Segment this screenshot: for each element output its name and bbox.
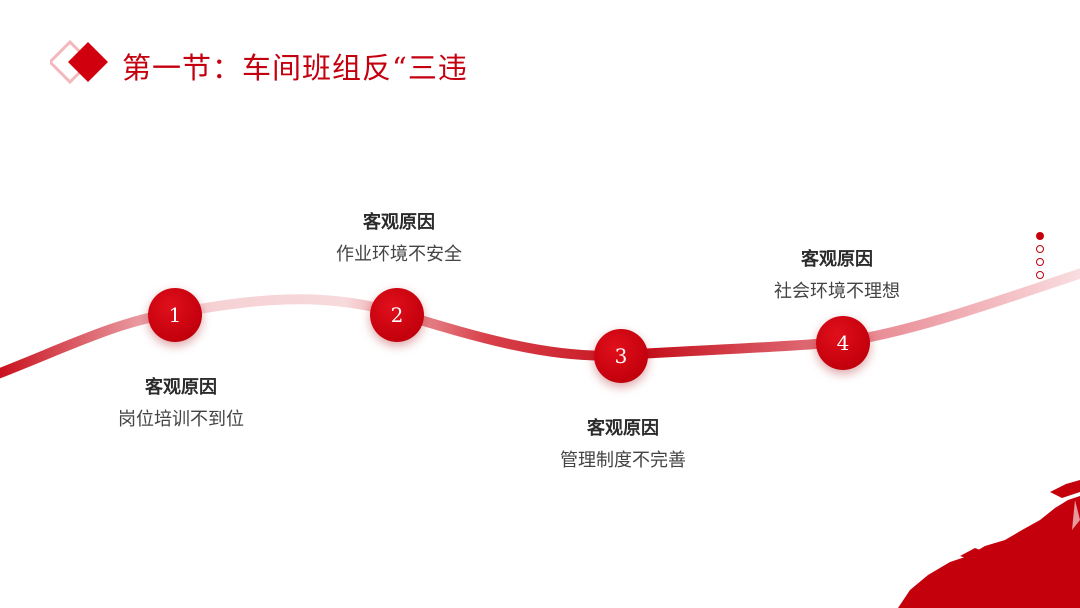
- ink-splash-decoration: [0, 0, 1080, 608]
